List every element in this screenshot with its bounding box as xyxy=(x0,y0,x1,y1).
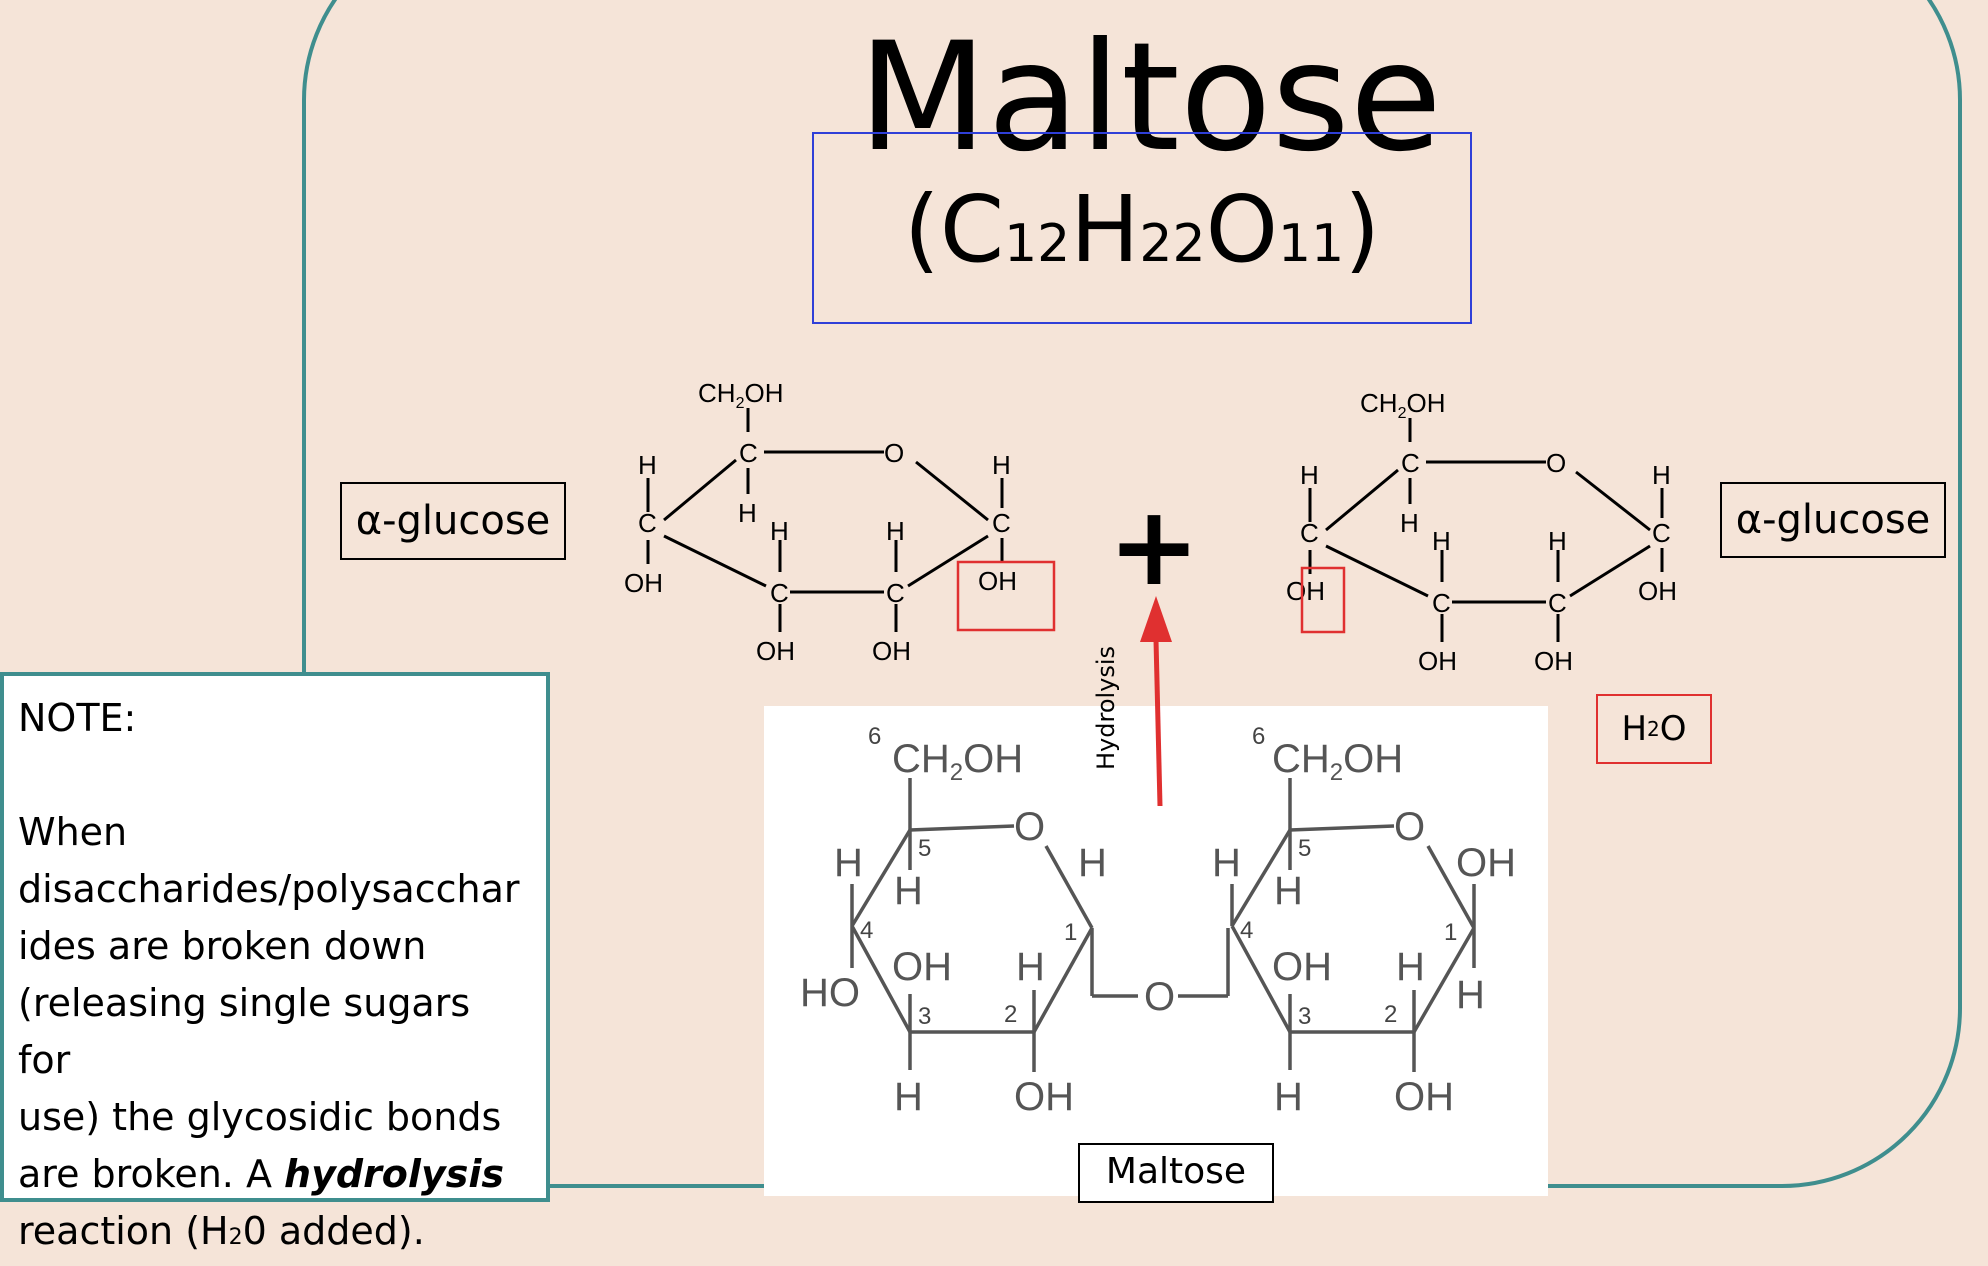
maltose-right-c3-oh: OH xyxy=(1272,945,1332,989)
right-c5-atom: C xyxy=(1401,448,1420,478)
right-glucose-label: α-glucose xyxy=(1720,482,1946,558)
left-c2-atom: C xyxy=(886,578,905,608)
left-c1-oh: OH xyxy=(978,566,1017,596)
maltose-left-c3-h: H xyxy=(894,1075,923,1119)
left-glucose-structure xyxy=(646,408,1004,632)
maltose-structure xyxy=(850,778,1476,1072)
maltose-right-c5-number: 5 xyxy=(1298,835,1311,862)
maltose-left-ring-oxygen: O xyxy=(1014,805,1045,849)
maltose-right-ring-oxygen: O xyxy=(1394,805,1425,849)
left-c4-oh: OH xyxy=(624,568,663,598)
right-c4-atom: C xyxy=(1300,518,1319,548)
right-c2-h: H xyxy=(1548,526,1567,556)
maltose-left-c6-number: 6 xyxy=(868,723,881,750)
maltose-left-c4-h: H xyxy=(834,841,863,885)
maltose-right-ch2oh: CH2OH xyxy=(1272,737,1403,786)
hydrolysis-label: Hydrolysis xyxy=(1092,645,1120,770)
maltose-left-c2-h: H xyxy=(1016,945,1045,989)
formula-box xyxy=(812,132,1472,324)
molecular-formula: (C12H22O11) xyxy=(903,176,1381,283)
maltose-left-c5-number: 5 xyxy=(918,835,931,862)
maltose-left-c1-number: 1 xyxy=(1064,919,1077,946)
right-c3-oh: OH xyxy=(1418,646,1457,676)
right-c3-h: H xyxy=(1432,526,1451,556)
maltose-right-c2-h: H xyxy=(1396,945,1425,989)
maltose-right-c4-h: H xyxy=(1212,841,1241,885)
left-c5-h: H xyxy=(738,498,757,528)
page-title: Maltose xyxy=(857,11,1443,185)
maltose-right-c3-number: 3 xyxy=(1298,1003,1311,1030)
left-c5-atom: C xyxy=(739,438,758,468)
maltose-left-c3-oh: OH xyxy=(892,945,952,989)
note-line-5: use) the glycosidic bonds xyxy=(18,1095,502,1139)
maltose-left-c4-number: 4 xyxy=(860,917,873,944)
maltose-right-c6-number: 6 xyxy=(1252,723,1265,750)
maltose-right-c2-oh: OH xyxy=(1394,1075,1454,1119)
maltose-right-c3-h: H xyxy=(1274,1075,1303,1119)
note-line-6: are broken. A hydrolysis xyxy=(18,1152,504,1196)
right-c5-h: H xyxy=(1400,508,1419,538)
maltose-right-c2-number: 2 xyxy=(1384,1001,1397,1028)
left-ch2oh-label: CH2OH xyxy=(698,378,783,412)
note-line-7: reaction (H20 added). xyxy=(18,1209,425,1253)
left-c3-atom: C xyxy=(770,578,789,608)
right-c4-oh: OH xyxy=(1286,576,1325,606)
right-c2-atom: C xyxy=(1548,588,1567,618)
left-oh-highlight xyxy=(956,560,1056,632)
maltose-right-c1-number: 1 xyxy=(1444,919,1457,946)
left-c4-atom: C xyxy=(638,508,657,538)
left-c2-oh: OH xyxy=(872,636,911,666)
left-c1-h: H xyxy=(992,450,1011,480)
note-box: NOTE: When disaccharides/polysacchar ide… xyxy=(0,672,550,1253)
maltose-right-c4-number: 4 xyxy=(1240,917,1253,944)
left-c2-h: H xyxy=(886,516,905,546)
right-ch2oh-label: CH2OH xyxy=(1360,388,1445,422)
right-c2-oh: OH xyxy=(1534,646,1573,676)
right-ring-oxygen: O xyxy=(1546,448,1566,478)
maltose-label: Maltose xyxy=(1078,1143,1274,1203)
maltose-left-ch2oh: CH2OH xyxy=(892,737,1023,786)
note-line-1: When xyxy=(18,810,128,854)
right-h-highlight xyxy=(1300,566,1346,634)
structure-diagram: CH2OH C O H H C OH H C OH H C OH H C OH … xyxy=(624,378,1677,1119)
left-c3-oh: OH xyxy=(756,636,795,666)
maltose-right-c5-h: H xyxy=(1274,869,1303,913)
hydrolysis-arrow xyxy=(1140,596,1172,807)
glycosidic-oxygen: O xyxy=(1144,975,1175,1019)
maltose-structure-panel xyxy=(764,706,1548,1196)
maltose-left-c2-number: 2 xyxy=(1004,1001,1017,1028)
left-c4-h: H xyxy=(638,450,657,480)
maltose-left-c5-h: H xyxy=(894,869,923,913)
maltose-left-c3-number: 3 xyxy=(918,1003,931,1030)
right-c3-atom: C xyxy=(1432,588,1451,618)
note-line-4: (releasing single sugars for xyxy=(18,981,471,1082)
maltose-left-c1-h: H xyxy=(1078,841,1107,885)
hydrolysis-term: hydrolysis xyxy=(284,1152,504,1196)
note-line-3: ides are broken down xyxy=(18,924,427,968)
maltose-left-c4-ho: HO xyxy=(800,971,860,1015)
right-c1-h: H xyxy=(1652,460,1671,490)
left-glucose-label: α-glucose xyxy=(340,482,566,560)
left-c3-h: H xyxy=(770,516,789,546)
plus-sign: + xyxy=(1108,482,1200,610)
left-c1-atom: C xyxy=(992,508,1011,538)
maltose-left-c2-oh: OH xyxy=(1014,1075,1074,1119)
note-line-2: disaccharides/polysacchar xyxy=(18,867,520,911)
right-c4-h: H xyxy=(1300,460,1319,490)
right-c1-atom: C xyxy=(1652,518,1671,548)
maltose-right-c1-h: H xyxy=(1456,973,1485,1017)
right-glucose-structure xyxy=(1308,418,1664,642)
maltose-right-c1-oh: OH xyxy=(1456,841,1516,885)
right-c1-oh: OH xyxy=(1638,576,1677,606)
left-ring-oxygen: O xyxy=(884,438,904,468)
note-heading: NOTE: xyxy=(18,696,137,740)
